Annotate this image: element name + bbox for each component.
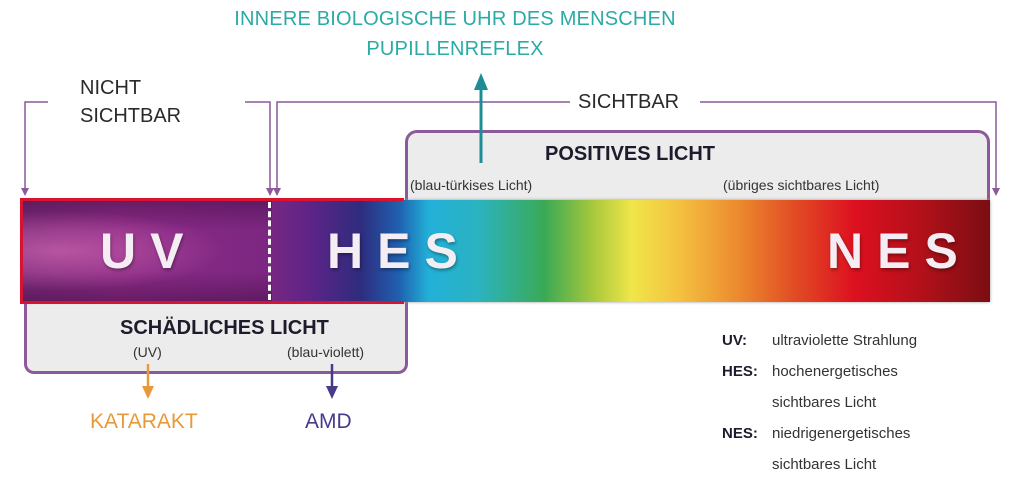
positive-light-box [405,130,990,202]
amd-arrow-icon [326,386,338,399]
invisible-bracket-right [245,101,271,190]
uv-label: UV [100,223,198,279]
harmful-region-frame [20,198,404,304]
harmful-light-heading: SCHÄDLICHES LICHT [120,317,329,339]
uv-hes-divider [268,202,271,300]
visible-bracket-left [276,101,570,190]
legend-item-nes-cont: sichtbares Licht [722,449,917,480]
visible-bracket-right [700,101,997,190]
cataract-label: KATARAKT [90,410,198,433]
legend-item-nes: NES: niedrigenergetisches [722,418,917,449]
legend-item-hes: HES: hochenergetisches [722,356,917,387]
visible-label: SICHTBAR [578,91,680,113]
legend-key: UV: [722,332,748,349]
blue-violet-note: (blau-violett) [287,344,365,360]
harmful-light-box [24,300,408,374]
not-visible-line-2: SICHTBAR [80,105,182,127]
not-visible-line-1: NICHT [80,77,142,99]
positive-light-heading: POSITIVES LICHT [545,143,716,165]
title-line-2: PUPILLENREFLEX [366,38,544,60]
legend-item-hes-cont: sichtbares Licht [722,387,917,418]
not-visible-label: NICHT SICHTBAR [80,74,181,130]
legend-item-uv: UV: ultraviolette Strahlung [722,325,917,356]
invisible-bracket-left [24,101,48,190]
title-line-1: INNERE BIOLOGISCHE UHR DES MENSCHEN [234,8,676,30]
legend-value: sichtbares Licht [772,456,877,473]
legend-value: ultraviolette Strahlung [772,332,918,349]
nes-label: NES [827,223,972,279]
legend-key: HES: [722,363,758,380]
blue-turquoise-note: (blau-türkises Licht) [410,177,533,193]
legend-value: hochenergetisches [772,363,898,380]
amd-label: AMD [305,410,352,433]
legend-value: niedrigenergetisches [772,425,911,442]
hes-label: HES [327,223,472,279]
legend-value: sichtbares Licht [772,394,877,411]
legend: UV: ultraviolette Strahlung HES: hochenerg… [722,325,917,480]
uv-glow [22,200,272,302]
cataract-arrow-icon [142,386,154,399]
uv-note: (UV) [133,344,162,360]
legend-key: NES: [722,425,758,442]
other-visible-note: (übriges sichtbares Licht) [723,177,880,193]
